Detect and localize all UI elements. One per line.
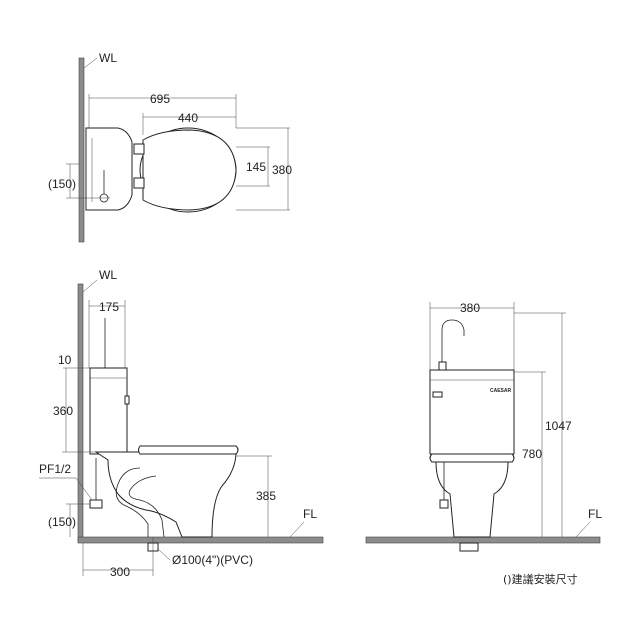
dim-150-top: (150) bbox=[48, 177, 76, 191]
side-seat bbox=[138, 445, 239, 455]
pf-leader bbox=[75, 477, 93, 501]
side-tank bbox=[89, 367, 128, 455]
front-view: FL 380 CAESAR 780 1047 bbox=[365, 301, 602, 552]
side-supply-valve bbox=[89, 499, 103, 509]
flush-lever-side bbox=[124, 395, 130, 405]
front-seat bbox=[429, 453, 515, 463]
top-lid bbox=[142, 129, 237, 211]
dim-300: 300 bbox=[110, 565, 130, 579]
dim-360: 360 bbox=[53, 404, 73, 418]
dim-380-front: 380 bbox=[460, 301, 480, 315]
dim-175: 175 bbox=[99, 300, 119, 314]
wl-label-side: WL bbox=[99, 268, 117, 282]
fl-leader-front bbox=[575, 521, 591, 538]
side-view-wall bbox=[77, 283, 84, 543]
dim-695: 695 bbox=[150, 92, 170, 106]
pf-label: PF1/2 bbox=[39, 462, 71, 476]
top-view: WL 695 440 145 380 (150) bbox=[48, 51, 292, 243]
brand-label: CAESAR bbox=[490, 388, 512, 394]
installation-note: ()建議安裝尺寸 bbox=[503, 572, 578, 586]
wl-leader-top bbox=[83, 57, 98, 69]
front-faucet-base bbox=[438, 361, 447, 371]
front-tank bbox=[429, 369, 515, 455]
dim-385: 385 bbox=[256, 489, 276, 503]
front-supply-valve bbox=[439, 499, 449, 509]
dim-1047: 1047 bbox=[545, 419, 572, 433]
side-view-floor bbox=[77, 536, 324, 544]
dim-10: 10 bbox=[58, 353, 72, 367]
side-trapway-inner bbox=[128, 475, 165, 538]
dim-pipe: Ø100(4")(PVC) bbox=[172, 553, 253, 567]
dim-380-top: 380 bbox=[272, 163, 292, 177]
wl-leader-side bbox=[82, 279, 98, 293]
hinge-upper bbox=[133, 143, 145, 155]
hinge-lower bbox=[133, 177, 145, 189]
front-view-floor bbox=[365, 536, 601, 544]
front-bowl bbox=[435, 461, 509, 538]
side-bowl bbox=[94, 451, 237, 538]
front-drain-stub bbox=[459, 542, 479, 552]
fl-label-front: FL bbox=[588, 507, 602, 521]
top-tank bbox=[85, 127, 133, 211]
side-view: WL FL 175 10 360 PF1/2 bbox=[39, 268, 324, 579]
pipe-leader bbox=[157, 548, 171, 561]
fl-label-side: FL bbox=[303, 507, 317, 521]
dim-150-side: (150) bbox=[48, 515, 76, 529]
front-faucet bbox=[441, 319, 465, 368]
dim-780: 780 bbox=[522, 447, 542, 461]
top-view-wall bbox=[78, 57, 85, 243]
dim-440: 440 bbox=[178, 111, 198, 125]
fl-leader-side bbox=[289, 521, 305, 538]
wl-label-top: WL bbox=[99, 51, 117, 65]
dim-145: 145 bbox=[246, 160, 266, 174]
side-trapway bbox=[115, 467, 149, 537]
front-flush-lever bbox=[432, 391, 443, 398]
